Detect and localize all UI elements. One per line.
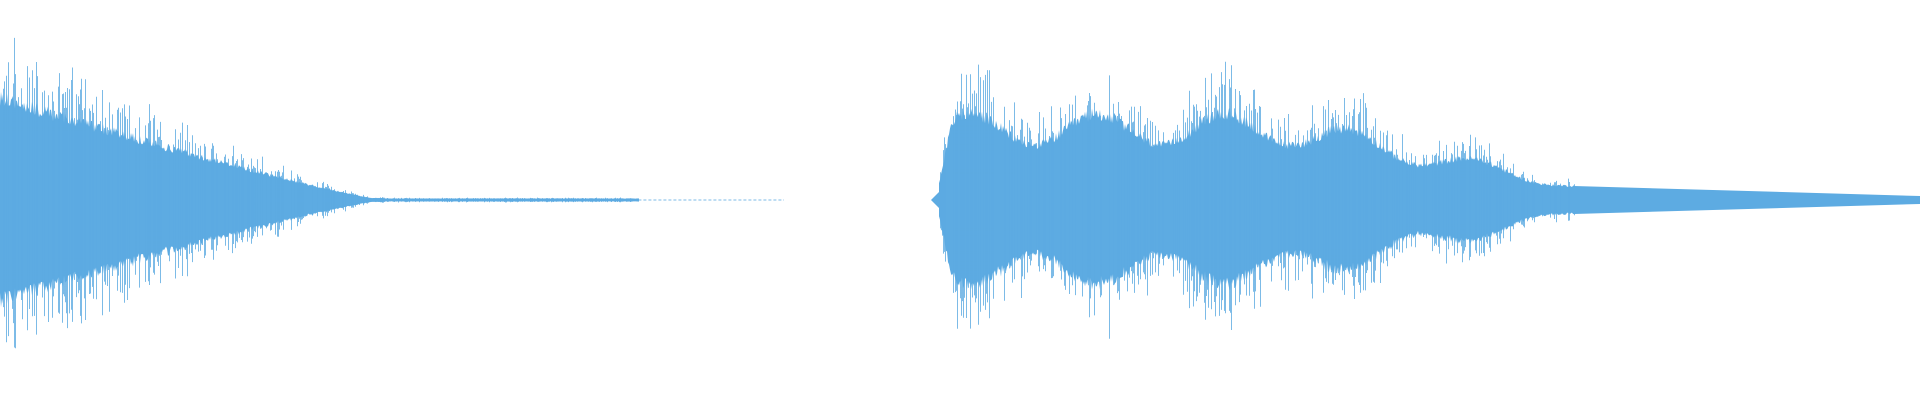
waveform-clip-1 xyxy=(0,37,784,349)
waveform-onset xyxy=(931,192,939,208)
waveform-body xyxy=(0,91,639,308)
waveform-release xyxy=(1574,186,1920,214)
waveform-body xyxy=(939,108,1574,291)
waveform-group xyxy=(0,37,1920,349)
waveform-peaks xyxy=(940,61,1575,339)
waveform-clip-2 xyxy=(931,61,1920,339)
